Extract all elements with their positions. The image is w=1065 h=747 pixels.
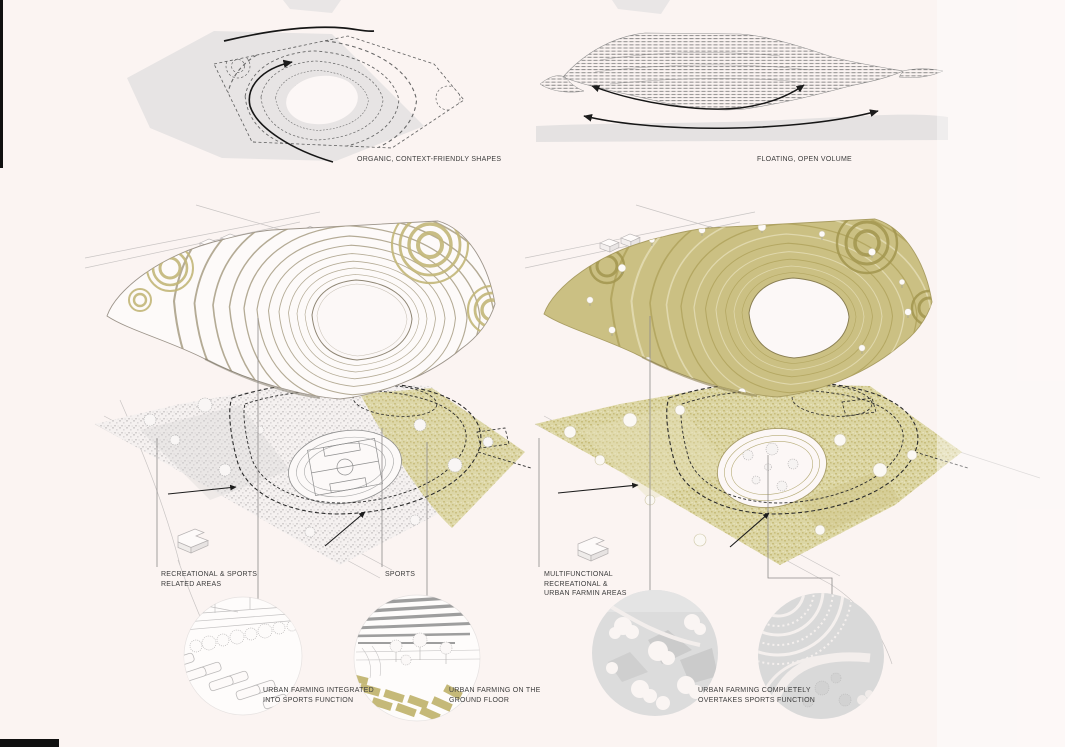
volume-wing-right [898,68,944,78]
area-label-recreational-sports: RECREATIONAL & SPORTS RELATED AREAS [161,571,258,588]
bottom-left-black-bar [0,739,59,747]
span-arrow [583,109,879,129]
right-edge-band [937,0,1065,747]
flow-line [223,26,375,42]
vignette-trees [389,632,453,666]
annotation-arrows-right [557,482,770,548]
topographic-roof-left [106,220,496,400]
floating-volume [562,32,904,111]
roof-opening [286,75,358,125]
roof-trees-right [586,222,912,397]
terrace-steps [184,652,288,710]
concept-sketch-floating [536,32,948,142]
farming-zone [360,388,525,528]
running-track [288,429,402,505]
terrace-arcs [758,593,853,665]
site-plan-right [535,380,969,565]
vignette-caption-overtakes: URBAN FARMING COMPLETELY OVERTAKES SPORT… [698,687,816,704]
vignette-ground-floor [353,594,481,722]
left-edge-black-bar [0,0,3,168]
site-plan-left [95,380,532,565]
vignette-caption-ground-floor: URBAN FARMING ON THE GROUND FLOOR [449,687,541,704]
concept-caption-floating: FLOATING, OPEN VOLUME [757,156,852,163]
area-label-sports: SPORTS [385,571,416,578]
axon-right [524,204,1041,665]
soccer-field [307,438,383,496]
leader-lines-left [156,318,428,599]
central-grove-oval [716,427,828,509]
area-label-multifunctional: MULTIFUNCTIONAL RECREATIONAL & URBAN FAR… [544,571,627,597]
top-edge-context-shapes [283,0,670,14]
gray-sketch-trees [802,672,852,708]
axon-left [84,204,532,716]
flow-arrow [248,59,334,163]
vignette-sports-integrated [183,596,303,716]
lift-line [591,84,805,110]
white-tree-silhouettes [606,614,706,710]
concept-caption-organic: ORGANIC, CONTEXT-FRIENDLY SHAPES [357,156,502,163]
vignette-terraced-farming [758,593,884,719]
concept-sketch-organic [127,26,465,163]
shrub-row [189,620,298,653]
volume-wing-left [539,75,585,93]
vignette-caption-integrated: URBAN FARMING INTEGRATED INTO SPORTS FUN… [263,687,374,704]
farming-plots [354,674,463,721]
site-plane [127,31,424,161]
annotation-arrows-left [167,484,366,547]
